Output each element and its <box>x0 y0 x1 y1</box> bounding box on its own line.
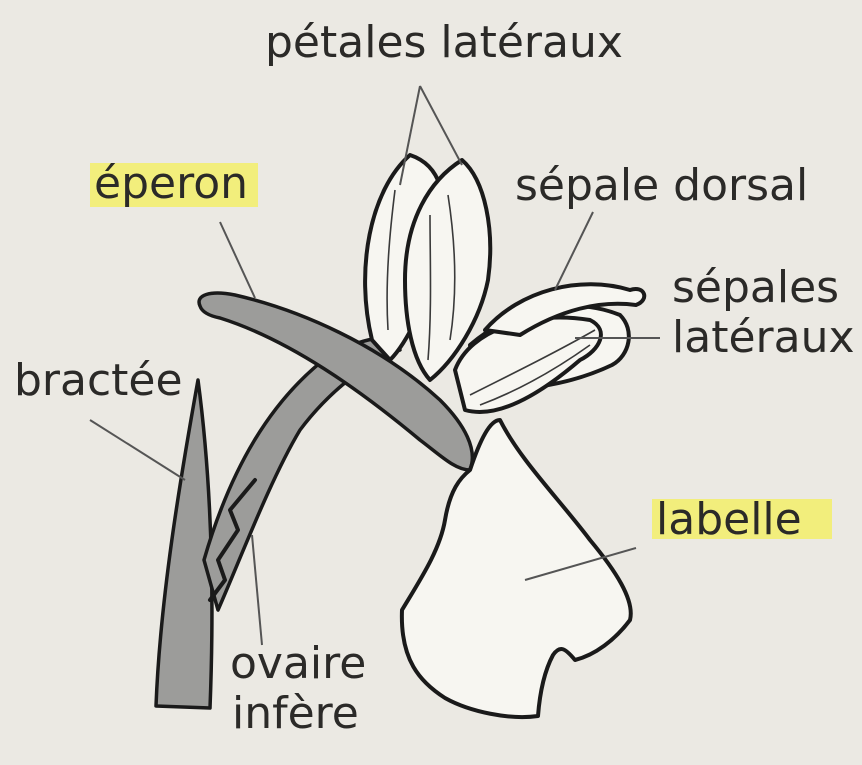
bract-shape <box>156 380 212 708</box>
label-sepales-line1: sépales <box>672 262 839 313</box>
label-eperon: éperon <box>94 158 248 209</box>
label-labelle: labelle <box>656 494 802 545</box>
leader-sepale-dorsal <box>555 212 593 290</box>
labellum-shape <box>402 420 631 717</box>
label-bractee: bractée <box>14 355 183 406</box>
leader-ovaire <box>252 535 262 645</box>
label-sepale-dorsal: sépale dorsal <box>515 160 808 211</box>
leader-bractee <box>90 420 185 480</box>
leader-petales-2 <box>420 86 462 165</box>
label-ovaire-line2: infère <box>232 688 359 739</box>
label-ovaire-line1: ovaire <box>230 638 366 689</box>
label-petales-lateraux: pétales latéraux <box>265 17 623 68</box>
label-sepales-line2: latéraux <box>672 312 855 363</box>
leader-eperon <box>220 222 255 298</box>
